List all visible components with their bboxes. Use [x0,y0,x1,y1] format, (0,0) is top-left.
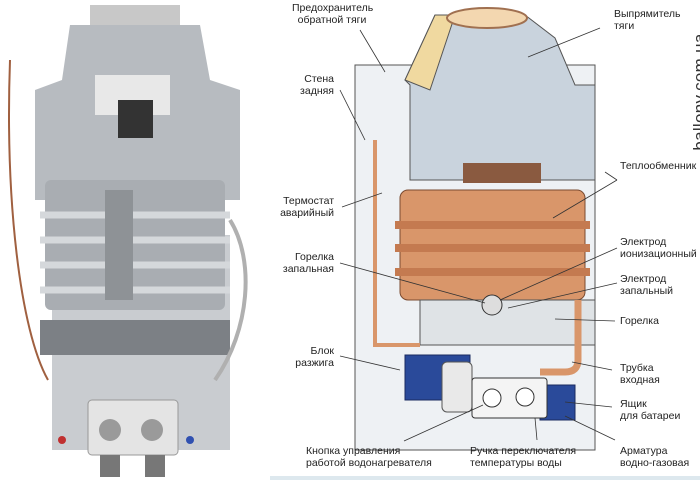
burner [40,320,230,355]
label-draft-straightener: Выпрямитель тяги [614,8,681,32]
label-line: аварийный [280,207,334,219]
label-emergency-thermostat: Термостат аварийный [272,195,334,219]
label-line: для батареи [620,410,681,422]
label-pilot-burner: Горелка запальная [272,251,334,275]
outlet-fitting [145,455,165,477]
label-line: Ящик [620,398,647,410]
hood-opening [118,100,153,138]
blue-marker [186,436,194,444]
label-line: запальная [282,263,334,275]
label-line: Предохранитель [292,2,374,14]
label-battery-box: Ящик для батареи [620,398,680,422]
label-line: Трубка [620,362,654,374]
control-button-knob[interactable] [482,388,502,408]
label-line: работой водонагревателя [306,457,432,469]
label-line: Блок [310,345,334,357]
label-burner: Горелка [620,315,659,327]
draft-straightener [404,14,596,181]
label-draft-breaker: Предохранитель обратной тяги [292,2,374,26]
control-panel [87,399,179,456]
inlet-pipe [540,300,582,376]
exchanger-tubes [40,211,230,294]
flue-collar [90,5,180,27]
label-back-wall: Стена задняя [282,73,334,97]
burner-body [419,299,596,346]
label-ignition-electrode: Электрод запальный [620,273,673,297]
label-line: тяги [614,20,635,32]
label-line: задняя [300,85,334,97]
control-panel [471,377,548,419]
label-line: Выпрямитель [614,8,681,20]
heater-photo [8,5,248,477]
inlet-fitting [100,455,120,477]
label-line: ионизационный [620,248,697,260]
label-water-gas-valve: Арматура водно-газовая [620,445,689,469]
label-line: водно-газовая [620,457,690,469]
label-control-button: Кнопка управления работой водонагревател… [306,445,432,469]
label-line: Электрод [620,236,667,248]
label-inlet-pipe: Трубка входная [620,362,660,386]
label-line: Стена [304,73,334,85]
watermark: ballony.com.ua [690,33,700,151]
wire [8,59,49,381]
exchanger-tubes [395,221,590,276]
leader-lines [339,27,618,442]
label-line: обратной тяги [297,14,367,26]
label-line: разжига [295,357,334,369]
temperature-knob[interactable] [515,387,535,407]
copper-line [373,140,420,347]
label-line: Горелка [295,251,334,263]
label-heat-exchanger: Теплообменник [620,160,696,172]
left-knob [99,419,121,441]
red-marker [58,436,66,444]
valve-cylinder [441,361,473,413]
exchanger-bracket [105,190,133,300]
label-line: Теплообменник [620,160,697,172]
label-line: Горелка [620,315,659,327]
bottom-band [270,476,700,480]
label-line: Кнопка управления [306,445,401,457]
flue-ring [446,7,528,29]
right-knob [141,419,163,441]
label-ignition-unit: Блок разжига [282,345,334,369]
label-ionization-electrode: Электрод ионизационный [620,236,697,260]
label-line: температуры воды [470,457,562,469]
label-line: Ручка переключателя [470,445,577,457]
pilot-assembly [481,294,503,316]
label-line: входная [620,374,660,386]
hood-grill [463,163,541,183]
label-line: запальный [620,285,673,297]
label-line: Арматура [620,445,668,457]
label-line: Термостат [283,195,334,207]
label-line: Электрод [620,273,667,285]
label-temperature-knob: Ручка переключателя температуры воды [470,445,576,469]
gas-tube [213,218,248,382]
